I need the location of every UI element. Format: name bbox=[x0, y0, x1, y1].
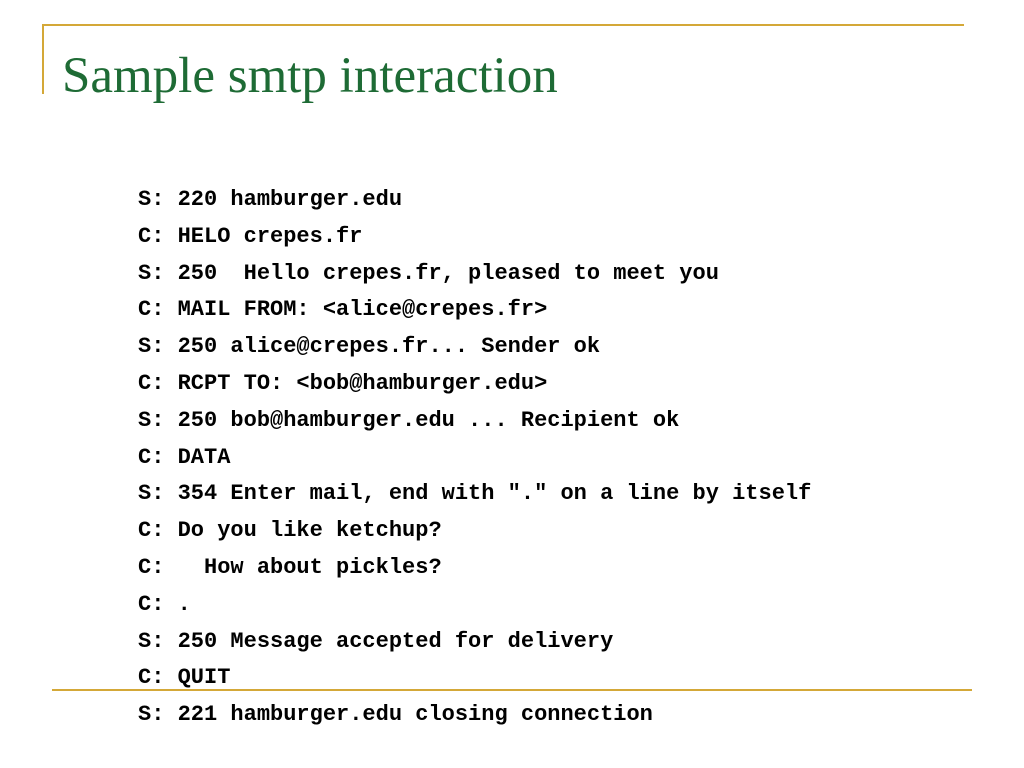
transcript-line: C: RCPT TO: <bob@hamburger.edu> bbox=[138, 370, 548, 396]
left-frame-line bbox=[42, 24, 44, 94]
transcript-line: C: MAIL FROM: <alice@crepes.fr> bbox=[138, 297, 548, 323]
bottom-frame-line bbox=[52, 689, 972, 691]
transcript-line: S: 250 alice@crepes.fr... Sender ok bbox=[138, 334, 601, 360]
transcript-line: C: How about pickles? bbox=[138, 554, 442, 580]
transcript-line: S: 354 Enter mail, end with "." on a lin… bbox=[138, 481, 812, 507]
transcript-line: S: 220 hamburger.edu bbox=[138, 187, 403, 212]
transcript-line: S: 250 bob@hamburger.edu ... Recipient o… bbox=[138, 407, 680, 433]
transcript-line: C: DATA bbox=[138, 444, 231, 470]
transcript-line: S: 221 hamburger.edu closing connection bbox=[138, 702, 653, 728]
transcript-line: C: QUIT bbox=[138, 665, 231, 691]
smtp-transcript: S: 220 hamburger.edu C: HELO crepes.fr S… bbox=[138, 182, 811, 734]
transcript-line: C: HELO crepes.fr bbox=[138, 223, 363, 249]
transcript-line: C: . bbox=[138, 591, 191, 617]
transcript-line: S: 250 Message accepted for delivery bbox=[138, 628, 614, 654]
slide-title: Sample smtp interaction bbox=[62, 48, 558, 104]
transcript-line: S: 250 Hello crepes.fr, pleased to meet … bbox=[138, 260, 719, 286]
top-frame-line bbox=[42, 24, 964, 26]
transcript-line: C: Do you like ketchup? bbox=[138, 518, 442, 544]
